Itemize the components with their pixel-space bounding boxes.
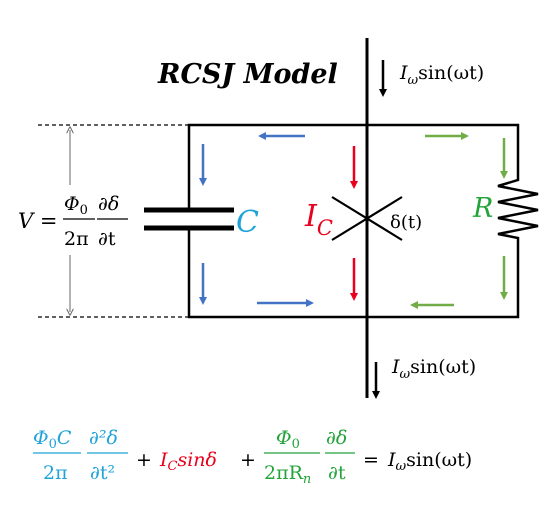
resistor-zigzag (497, 176, 539, 242)
voltage-expression: V = Φ0 2π ∂δ ∂t (18, 193, 128, 250)
rcsj-equation: Φ0C 2π ∂²δ ∂t² + ICsinδ + Φ0 2πRn ∂δ ∂t … (33, 427, 472, 487)
diagram-title: RCSJ Model (157, 59, 338, 90)
svg-text:∂²δ: ∂²δ (89, 427, 118, 449)
resistor-gap (512, 176, 524, 242)
svg-text:+: + (136, 449, 152, 471)
svg-text:Φ0: Φ0 (276, 427, 300, 452)
junction-current-label: IC (304, 199, 333, 240)
capacitor-label: C (236, 205, 259, 240)
svg-text:V =: V = (18, 209, 57, 233)
svg-text:Iωsin(ωt): Iωsin(ωt) (387, 449, 472, 474)
svg-text:2π: 2π (64, 228, 89, 250)
svg-text:∂t: ∂t (98, 228, 116, 250)
svg-text:Φ0C: Φ0C (33, 427, 72, 452)
svg-text:=: = (363, 449, 379, 471)
svg-text:2πRn: 2πRn (264, 462, 311, 487)
capacitor-gap (180, 210, 200, 228)
svg-text:2π: 2π (43, 462, 68, 484)
svg-text:∂t: ∂t (328, 462, 346, 484)
bottom-source-current-label: Iωsin(ωt) (391, 356, 476, 382)
phase-label: δ(t) (390, 212, 422, 233)
svg-text:Φ0: Φ0 (64, 193, 88, 218)
svg-text:∂t²: ∂t² (90, 462, 115, 484)
svg-text:+: + (240, 449, 256, 471)
resistor-label: R (472, 193, 493, 224)
junction-cross-2 (331, 196, 403, 241)
top-source-current-label: Iωsin(ωt) (399, 62, 484, 88)
svg-text:ICsinδ: ICsinδ (159, 449, 217, 474)
svg-text:∂δ: ∂δ (98, 193, 119, 215)
svg-text:∂δ: ∂δ (326, 427, 347, 449)
